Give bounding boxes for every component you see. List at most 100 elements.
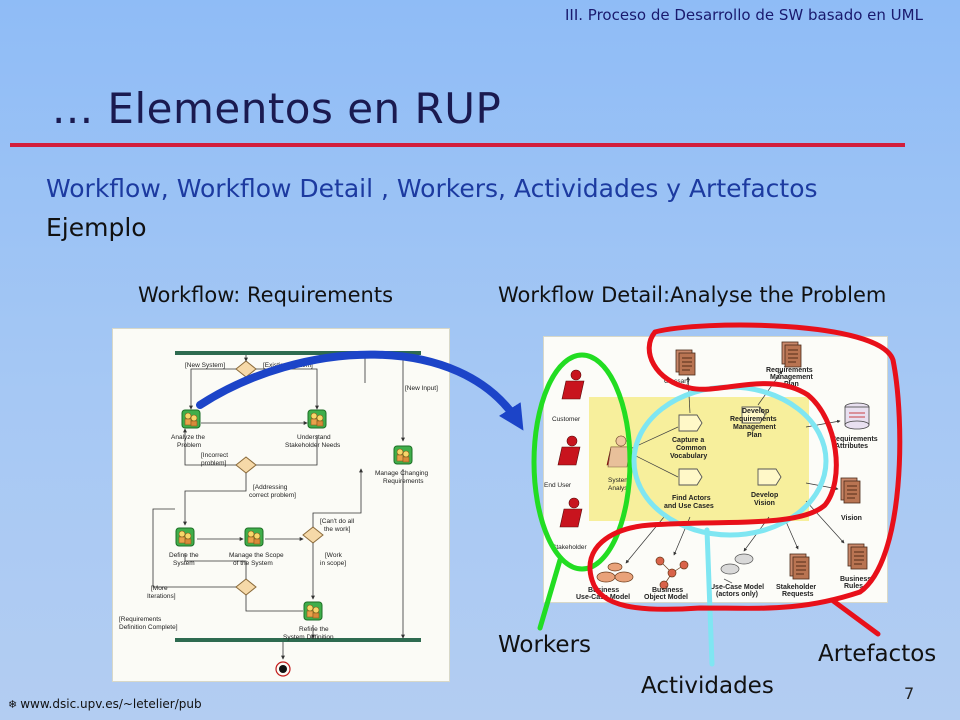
guard-label: Iterations]	[147, 593, 176, 600]
artifact-label: Business	[652, 587, 683, 594]
workflow-diagram: [New System] [Existing System] [New Inpu…	[112, 328, 450, 682]
activity-icon	[307, 409, 327, 429]
activity-label: Define the	[169, 552, 199, 559]
activity-label: Plan	[747, 432, 762, 439]
activity-icon	[757, 468, 782, 486]
worker-icon	[559, 497, 583, 528]
worker-label: Customer	[552, 416, 581, 423]
decision-diamond	[235, 360, 257, 378]
callout-artefactos: Artefactos	[818, 641, 937, 667]
activity-icon	[678, 468, 703, 486]
guard-label: the work]	[324, 526, 351, 533]
guard-label: [New System]	[185, 362, 225, 369]
artifact-label: (actors only)	[716, 591, 758, 598]
snowflake-icon: ❄	[8, 698, 18, 711]
guard-label: [New Input]	[405, 385, 438, 392]
activity-icon	[244, 527, 264, 547]
artifact-label: Requirements	[831, 436, 878, 443]
activity-label: Vision	[754, 500, 775, 507]
activity-icon	[393, 445, 413, 465]
guard-label: Definition Complete]	[119, 624, 178, 631]
activity-icon	[175, 527, 195, 547]
artifact-label: Rules	[844, 583, 863, 590]
activity-label: Requirements	[383, 478, 424, 485]
activity-label: Common	[676, 445, 706, 452]
guard-label: problem]	[201, 460, 226, 467]
activity-label: System	[173, 560, 195, 567]
requirements-management-plan-icon	[781, 341, 802, 368]
activity-label: Manage Changing	[375, 470, 429, 477]
activity-icon	[303, 601, 323, 621]
business-object-model-icon	[655, 556, 689, 590]
artifact-label: Use-Case Model	[576, 594, 630, 601]
guard-label: [More	[151, 585, 168, 592]
activity-icon	[678, 414, 703, 432]
business-rules-document-icon	[847, 543, 868, 570]
guard-label: [Existing System]	[263, 362, 313, 369]
vision-document-icon	[840, 477, 861, 504]
workflow-label: Workflow: Requirements	[138, 283, 394, 307]
guard-label: [Can't do all	[320, 518, 355, 525]
guard-label: correct problem]	[249, 492, 296, 499]
worker-icon	[557, 435, 581, 466]
activity-label: Develop	[742, 408, 769, 415]
footer-url[interactable]: ❄www.dsic.upv.es/~letelier/pub	[8, 697, 202, 711]
worker-label: Stakeholder	[552, 544, 588, 551]
activity-label: of the System	[233, 560, 273, 567]
artifact-label: Attributes	[835, 443, 868, 450]
page-number: 7	[904, 684, 915, 703]
activity-label: Develop	[751, 492, 778, 499]
activity-label: Analyze the	[171, 434, 205, 441]
artifact-label: Stakeholder	[776, 584, 816, 591]
artifact-label: Business	[588, 587, 619, 594]
use-case-model-icon	[720, 553, 754, 584]
guard-label: [Work	[325, 552, 343, 559]
sync-bar-bottom	[175, 638, 421, 642]
artifact-label: Requirements	[766, 367, 813, 374]
page-title: ... Elementos en RUP	[52, 84, 502, 133]
decision-diamond	[235, 456, 257, 474]
worker-label: Analyst	[608, 485, 630, 492]
glossary-document-icon	[675, 349, 696, 376]
activity-label: Stakeholder Needs	[285, 442, 341, 449]
sync-bar-top	[175, 351, 421, 355]
requirements-attributes-database-icon	[844, 402, 870, 430]
guard-label: in scope]	[320, 560, 346, 567]
worker-label: System	[608, 477, 630, 484]
artifact-label: Business	[840, 576, 871, 583]
artifact-label: Requests	[782, 591, 814, 598]
artifact-label: Glossary	[664, 378, 690, 385]
guard-label: [Requirements	[119, 616, 162, 623]
activity-label: Refine the	[299, 626, 329, 633]
artifact-label: Use-Case Model	[710, 584, 764, 591]
worker-icon	[561, 369, 585, 400]
artifact-label: Management	[770, 374, 813, 381]
activity-label: Find Actors	[672, 495, 711, 502]
callout-workers: Workers	[498, 632, 592, 658]
guard-label: [Addressing	[253, 484, 288, 491]
artefactos-callout-line	[829, 597, 881, 637]
activity-label: Manage the Scope	[229, 552, 284, 559]
final-state	[275, 661, 291, 677]
decision-diamond	[302, 526, 324, 544]
artifact-label: Plan	[784, 381, 799, 388]
callout-actividades: Actividades	[641, 673, 774, 699]
subtitle: Workflow, Workflow Detail , Workers, Act…	[46, 174, 818, 203]
footer-url-text[interactable]: www.dsic.upv.es/~letelier/pub	[20, 697, 202, 711]
title-rule	[10, 143, 905, 147]
activity-label: Problem	[177, 442, 201, 449]
activity-label: and Use Cases	[664, 503, 714, 510]
activity-label: Management	[733, 424, 776, 431]
activity-label: System Definition	[283, 634, 334, 641]
header-caption: III. Proceso de Desarrollo de SW basado …	[565, 6, 923, 24]
artifact-label: Vision	[841, 515, 862, 522]
business-use-case-model-icon	[596, 562, 634, 583]
activity-label: Requirements	[730, 416, 777, 423]
guard-label: [Incorrect	[201, 452, 228, 459]
workflow-detail-diagram: Customer End User System Analyst Stakeho…	[543, 336, 888, 603]
activity-label: Capture a	[672, 437, 704, 444]
worker-label: End User	[544, 482, 572, 489]
artifact-label: Object Model	[644, 594, 688, 601]
final-state-core	[279, 665, 287, 673]
activity-label: Understand	[297, 434, 331, 441]
